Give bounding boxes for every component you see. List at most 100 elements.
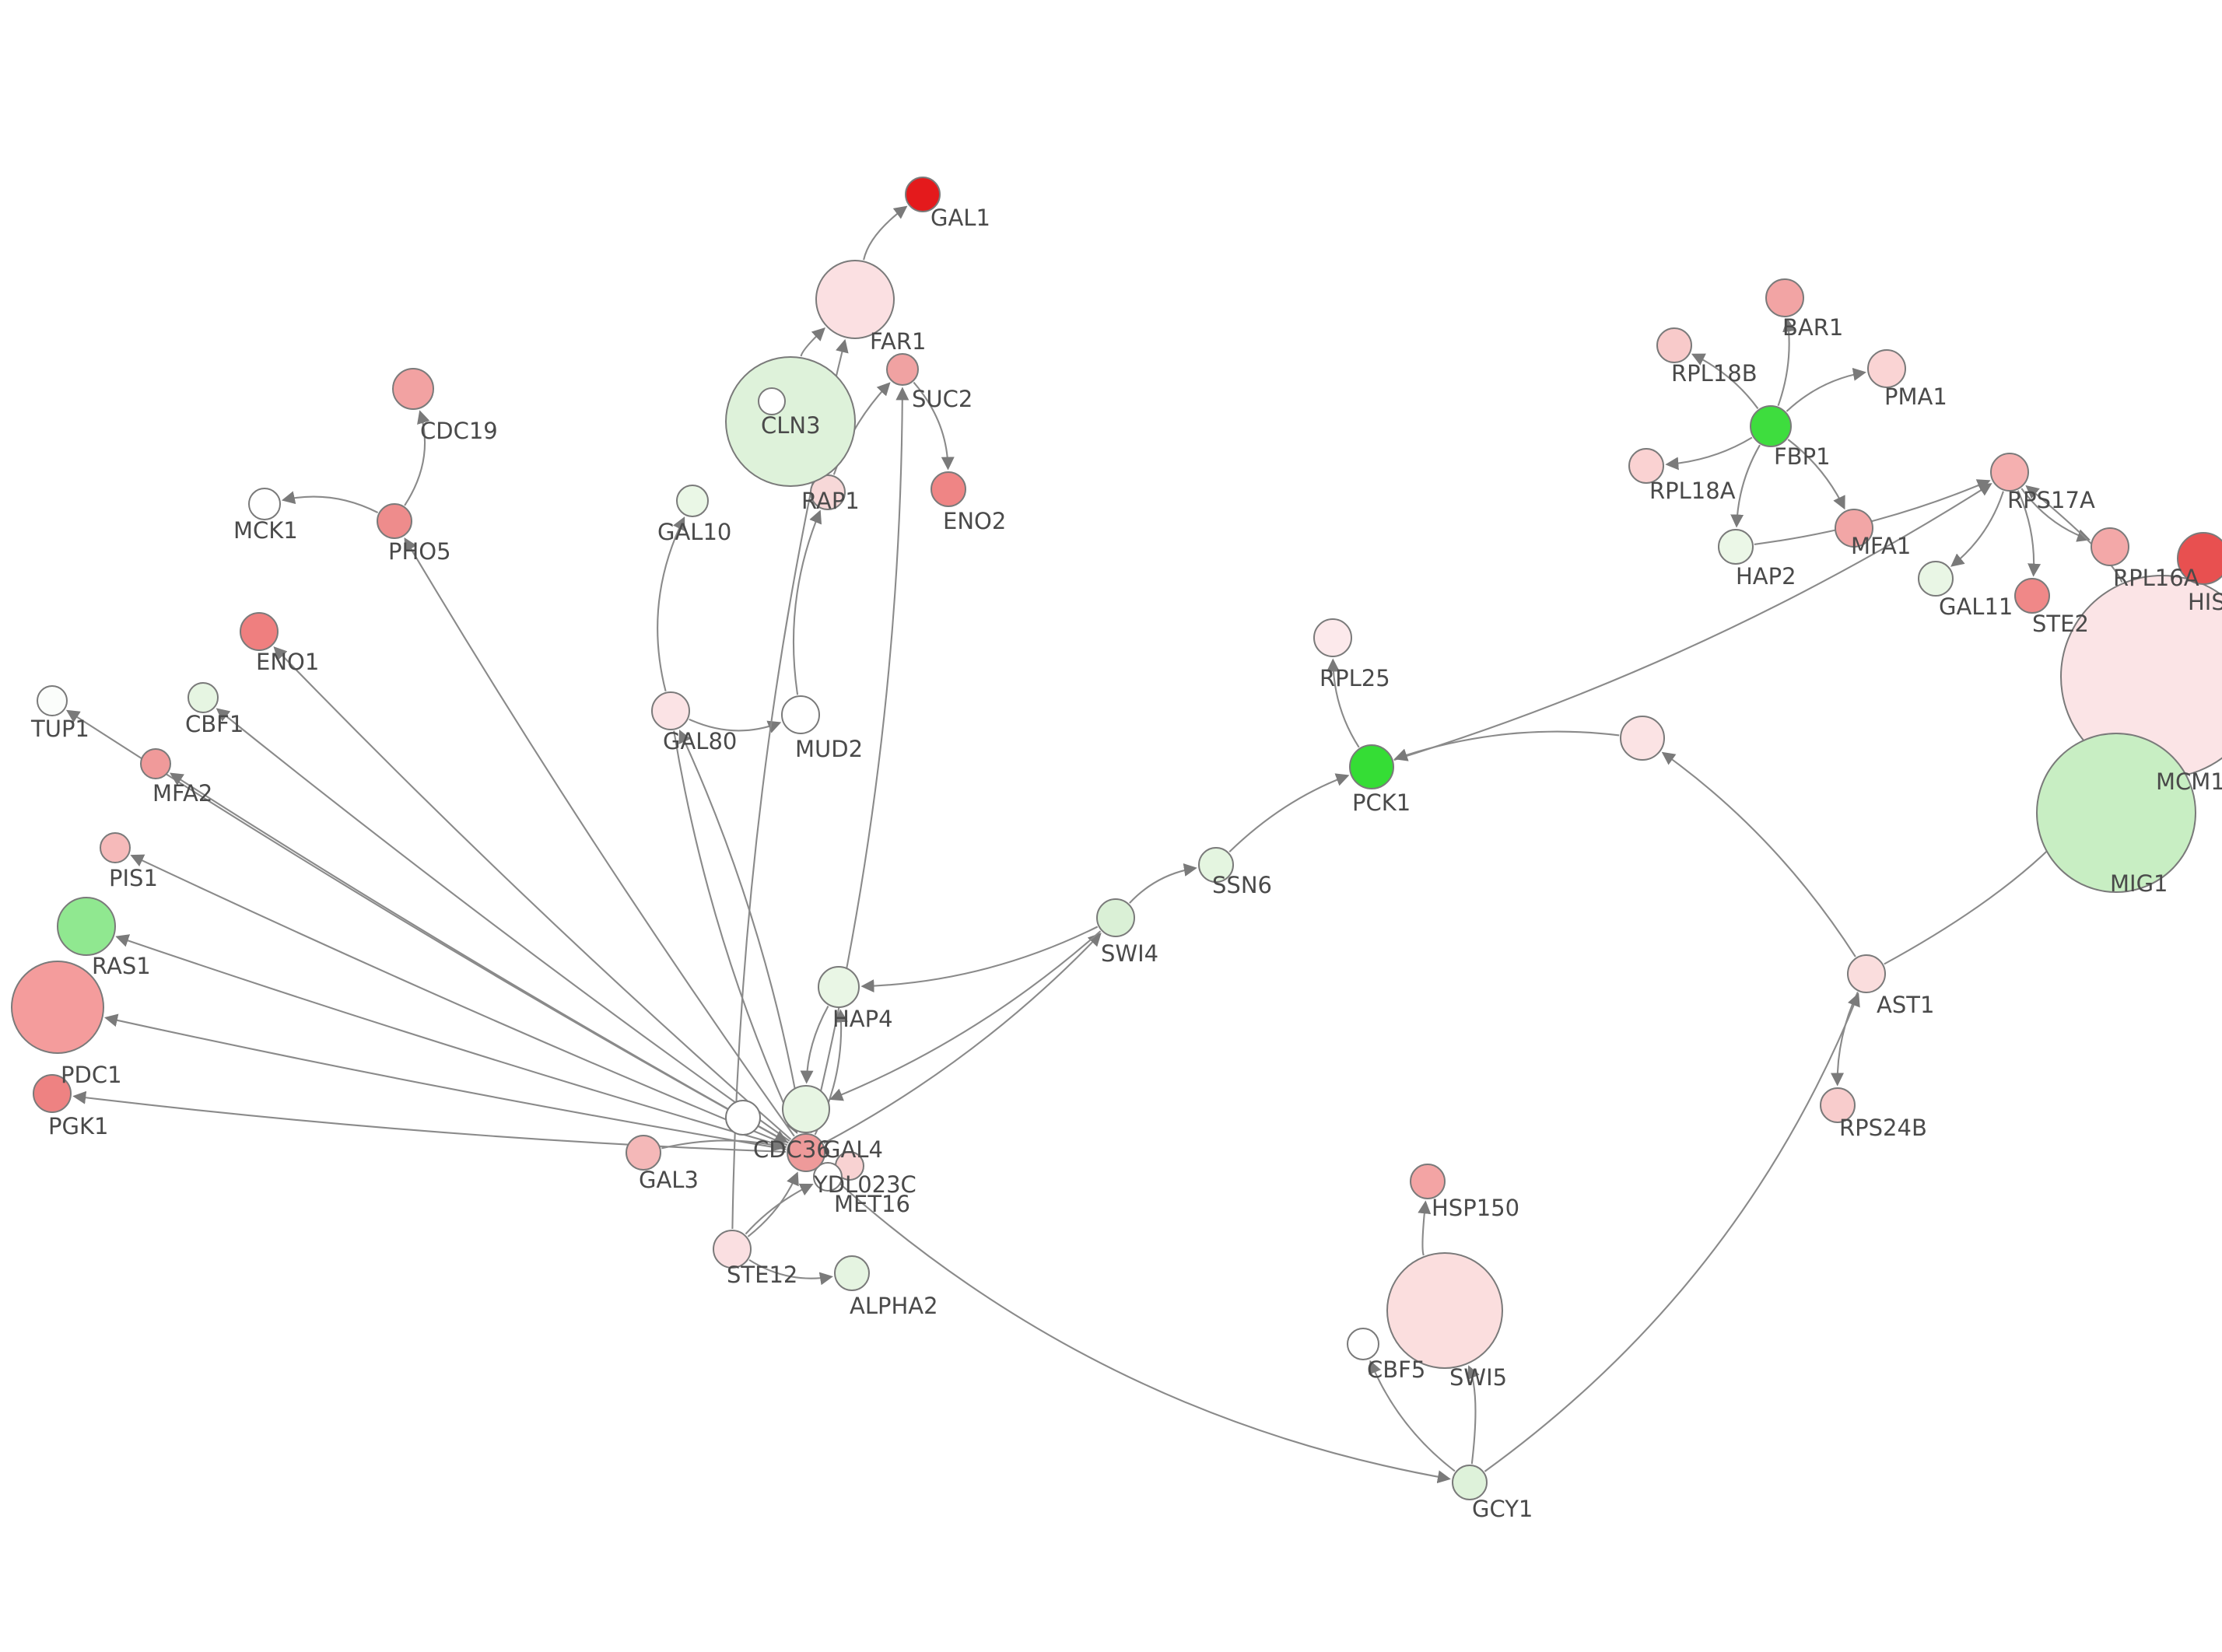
node-node_p1[interactable] bbox=[1620, 716, 1665, 761]
node-SWI5[interactable] bbox=[1386, 1252, 1503, 1369]
edge-FBP1-RPL18A[interactable] bbox=[1665, 436, 1753, 471]
node-SSN6[interactable] bbox=[1198, 847, 1234, 883]
edge-SSN6-PCK1[interactable] bbox=[1228, 773, 1350, 853]
edge-GCY1-AST1[interactable] bbox=[1484, 992, 1860, 1472]
edge-node_p1-PCK1[interactable] bbox=[1393, 730, 1620, 761]
node-GAL10[interactable] bbox=[676, 485, 709, 517]
node-MUD2[interactable] bbox=[781, 695, 820, 734]
node-MET16[interactable] bbox=[813, 1162, 843, 1192]
node-BAR1[interactable] bbox=[1765, 278, 1804, 317]
node-AST1[interactable] bbox=[1847, 954, 1886, 993]
node-RAS1[interactable] bbox=[57, 897, 116, 956]
node-MFA1[interactable] bbox=[1835, 509, 1873, 548]
node-RPS17A[interactable] bbox=[1990, 453, 2029, 492]
node-ENO1[interactable] bbox=[240, 612, 279, 651]
node-GAL11[interactable] bbox=[1918, 561, 1954, 597]
edge-FBP1-BAR1[interactable] bbox=[1777, 318, 1796, 407]
node-GCY1[interactable] bbox=[1452, 1465, 1488, 1500]
node-STE12[interactable] bbox=[713, 1230, 752, 1269]
node-GAL80[interactable] bbox=[651, 691, 690, 730]
node-FAR1[interactable] bbox=[815, 260, 895, 339]
edge-SWI5-HSP150[interactable] bbox=[1418, 1200, 1432, 1256]
node-GAL1[interactable] bbox=[905, 177, 941, 212]
node-HIS4[interactable] bbox=[2177, 532, 2222, 585]
edge-GAL4-PDC1[interactable] bbox=[104, 1013, 787, 1150]
node-ENO2[interactable] bbox=[931, 471, 966, 507]
edge-GAL3-GAL4[interactable] bbox=[661, 1138, 787, 1152]
node-PMA1[interactable] bbox=[1867, 349, 1906, 388]
node-RPL16A[interactable] bbox=[2091, 527, 2129, 566]
node-ALPHA2[interactable] bbox=[834, 1255, 870, 1291]
node-SWI4[interactable] bbox=[1096, 898, 1135, 937]
edge-CDC36-GAL4[interactable] bbox=[759, 1125, 788, 1143]
edge-FAR1-GAL1[interactable] bbox=[863, 205, 908, 261]
node-STE2[interactable] bbox=[2014, 578, 2050, 614]
edge-STE12-ALPHA2[interactable] bbox=[748, 1259, 833, 1286]
node-PGK1[interactable] bbox=[33, 1074, 72, 1113]
edge-GAL4-RAS1[interactable] bbox=[115, 934, 787, 1148]
edge-PCK1-RPL25[interactable] bbox=[1326, 658, 1360, 748]
node-HAP2[interactable] bbox=[1718, 529, 1754, 565]
node-PCK1[interactable] bbox=[1349, 744, 1394, 789]
edge-GAL4-CBF1[interactable] bbox=[216, 708, 790, 1142]
edge-FBP1-HAP2[interactable] bbox=[1730, 444, 1761, 528]
edge-PHO5-MCK1[interactable] bbox=[281, 491, 379, 514]
edge-SWI4-node_g1[interactable] bbox=[829, 930, 1102, 1101]
node-TUP1[interactable] bbox=[37, 685, 68, 716]
edge-HAP4-node_g1[interactable] bbox=[800, 1005, 829, 1084]
node-RAP1[interactable] bbox=[810, 474, 846, 510]
node-CBF5[interactable] bbox=[1347, 1328, 1379, 1360]
edge-GAL4-PHO5[interactable] bbox=[404, 537, 795, 1137]
edge-HAP2-RPS17A[interactable] bbox=[1754, 479, 1991, 545]
edge-FBP1-PMA1[interactable] bbox=[1786, 367, 1866, 412]
node-PIS1[interactable] bbox=[100, 832, 131, 863]
node-RPL18B[interactable] bbox=[1656, 327, 1692, 363]
edge-SWI4-SSN6[interactable] bbox=[1129, 863, 1197, 904]
edge-GAL80-GAL4[interactable] bbox=[673, 730, 798, 1135]
node-HAP4[interactable] bbox=[818, 966, 860, 1008]
node-RPL25[interactable] bbox=[1313, 618, 1352, 657]
edge-FBP1-MFA1[interactable] bbox=[1787, 439, 1845, 510]
edge-RPS17A-STE2[interactable] bbox=[2017, 490, 2042, 577]
edge-SWI4-HAP4[interactable] bbox=[860, 926, 1099, 993]
edge-GAL4-SUC2[interactable] bbox=[810, 387, 909, 1133]
node-GAL4[interactable] bbox=[787, 1133, 825, 1172]
edge-GAL4-PIS1[interactable] bbox=[130, 854, 788, 1146]
edge-GAL4-ENO1[interactable] bbox=[273, 646, 792, 1140]
node-SUC2[interactable] bbox=[886, 353, 919, 386]
edge-GAL4-GCY1[interactable] bbox=[820, 1165, 1451, 1484]
edge-AST1-node_p1[interactable] bbox=[1661, 751, 1856, 957]
node-GAL3[interactable] bbox=[626, 1135, 661, 1171]
edge-GCY1-CBF5[interactable] bbox=[1369, 1360, 1456, 1472]
node-HSP150[interactable] bbox=[1410, 1164, 1446, 1199]
edge-FBP1-RPL18B[interactable] bbox=[1691, 353, 1759, 410]
node-node_w1[interactable] bbox=[758, 387, 786, 415]
edge-GAL80-MUD2[interactable] bbox=[689, 718, 782, 733]
node-CLN3[interactable] bbox=[725, 356, 856, 487]
edge-GAL4-PGK1[interactable] bbox=[72, 1090, 787, 1153]
edge-STE12-GAL4[interactable] bbox=[747, 1171, 799, 1237]
edge-PHO5-CDC19[interactable] bbox=[404, 410, 430, 506]
edge-GAL80-GAL10[interactable] bbox=[657, 516, 685, 692]
node-PDC1[interactable] bbox=[11, 961, 104, 1054]
edge-PCK1-RPS17A[interactable] bbox=[1393, 483, 1992, 761]
node-node_g1[interactable] bbox=[782, 1085, 830, 1133]
node-MIG1[interactable] bbox=[2036, 733, 2196, 893]
node-CDC19[interactable] bbox=[392, 368, 434, 410]
edge-STE12-MET16[interactable] bbox=[745, 1183, 814, 1235]
edge-GCY1-SWI5[interactable] bbox=[1467, 1365, 1480, 1465]
edge-GAL4-MFA2[interactable] bbox=[170, 772, 789, 1144]
edge-SUC2-ENO2[interactable] bbox=[913, 381, 955, 471]
node-MCK1[interactable] bbox=[248, 488, 281, 520]
node-RPS24B[interactable] bbox=[1820, 1087, 1856, 1123]
edge-CLN3-FAR1[interactable] bbox=[800, 327, 825, 357]
node-PHO5[interactable] bbox=[377, 503, 412, 539]
node-CDC36[interactable] bbox=[725, 1100, 761, 1136]
node-MFA2[interactable] bbox=[140, 748, 171, 779]
edge-MUD2-RAP1[interactable] bbox=[792, 509, 822, 695]
node-RPL18A[interactable] bbox=[1628, 448, 1664, 484]
edge-GAL4-GAL80[interactable] bbox=[678, 729, 804, 1133]
edge-RPS17A-GAL11[interactable] bbox=[1950, 491, 2004, 567]
node-CBF1[interactable] bbox=[188, 682, 219, 713]
edge-GAL4-SWI4[interactable] bbox=[823, 933, 1102, 1144]
